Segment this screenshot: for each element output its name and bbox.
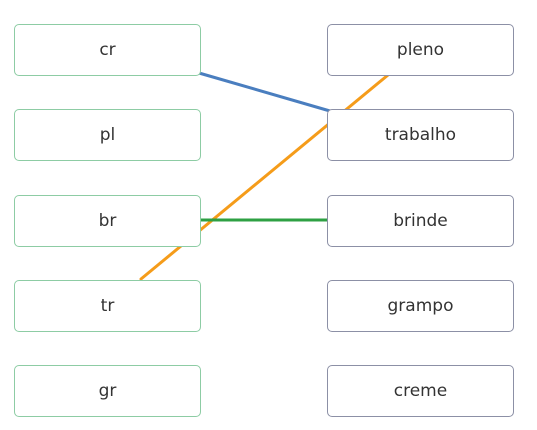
right-item-label: creme [393, 381, 448, 401]
left-item-gr[interactable]: gr [14, 365, 201, 417]
left-item-pl[interactable]: pl [14, 109, 201, 161]
left-item-label: gr [98, 381, 117, 401]
right-item-pleno[interactable]: pleno [327, 24, 514, 76]
connection-line-tr-pleno [139, 73, 390, 281]
right-item-trabalho[interactable]: trabalho [327, 109, 514, 161]
left-item-label: tr [100, 296, 115, 316]
connection-line-cr-trabalho [197, 71, 332, 113]
left-item-label: cr [99, 40, 116, 60]
right-item-label: trabalho [384, 125, 457, 145]
left-item-tr[interactable]: tr [14, 280, 201, 332]
left-item-cr[interactable]: cr [14, 24, 201, 76]
right-item-label: brinde [393, 211, 448, 231]
right-item-label: grampo [387, 296, 454, 316]
right-item-grampo[interactable]: grampo [327, 280, 514, 332]
left-item-label: br [98, 211, 117, 231]
right-item-brinde[interactable]: brinde [327, 195, 514, 247]
left-item-label: pl [99, 125, 116, 145]
right-item-creme[interactable]: creme [327, 365, 514, 417]
left-item-br[interactable]: br [14, 195, 201, 247]
right-item-label: pleno [396, 40, 445, 60]
